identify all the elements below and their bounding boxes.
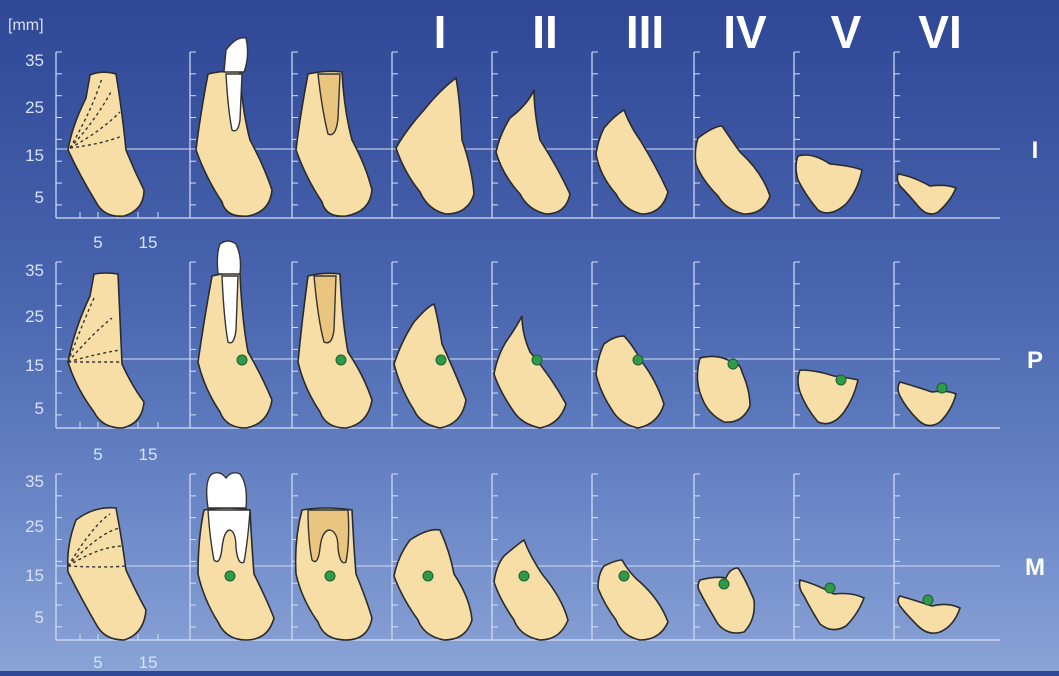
bone-profile-icon (496, 90, 570, 214)
bone-profile-icon (796, 155, 862, 213)
x-axis-labels-row-1: 5 15 (93, 233, 157, 252)
x-tick-5: 5 (93, 445, 102, 464)
green-dot-marker (225, 571, 235, 581)
column-header-1: I (434, 6, 447, 58)
green-dot-marker (937, 383, 947, 393)
bone-profile-icon (698, 568, 754, 633)
green-dot-marker (532, 355, 542, 365)
y-tick-5: 5 (35, 188, 44, 207)
x-tick-15: 15 (139, 233, 158, 252)
x-tick-15: 15 (139, 445, 158, 464)
y-tick-25: 25 (25, 307, 44, 326)
column-header-3: III (626, 6, 664, 58)
bone-profile-icon (695, 126, 770, 214)
x-tick-5: 5 (93, 653, 102, 671)
y-tick-5: 5 (35, 399, 44, 418)
row-header-3: M (1025, 554, 1045, 581)
green-dot-marker (436, 355, 446, 365)
bone-profile-icon (68, 508, 146, 640)
axis-unit-label: [mm] (8, 17, 44, 34)
y-tick-15: 15 (25, 146, 44, 165)
bone-profile-icon (394, 304, 466, 428)
green-dot-marker (423, 571, 433, 581)
green-dot-marker (619, 571, 629, 581)
bone-profile-icon (596, 110, 668, 214)
x-axis-labels-row-2: 5 15 (93, 445, 157, 464)
y-tick-35: 35 (25, 261, 44, 280)
green-dot-marker (923, 595, 933, 605)
column-header-6: VI (918, 6, 961, 58)
green-dot-marker (728, 359, 738, 369)
column-headers: I II III IV V VI (434, 6, 962, 58)
y-tick-25: 25 (25, 517, 44, 536)
bone-profile-icon (396, 78, 474, 214)
column-header-5: V (831, 6, 862, 58)
row-header-2: P (1027, 347, 1043, 374)
bone-profiles (68, 38, 960, 640)
bone-profile-icon (798, 370, 858, 424)
y-tick-15: 15 (25, 566, 44, 585)
green-dot-marker (519, 571, 529, 581)
bone-profile-icon (697, 356, 750, 422)
y-tick-15: 15 (25, 356, 44, 375)
y-axis-labels-row-1: 35 25 15 5 (25, 51, 44, 207)
green-dot-marker (325, 571, 335, 581)
y-tick-5: 5 (35, 608, 44, 627)
x-axis-labels-row-3: 5 15 (93, 653, 157, 671)
column-header-4: IV (723, 6, 767, 58)
green-dot-marker (836, 375, 846, 385)
row-header-1: I (1032, 137, 1039, 164)
bone-profile-icon (68, 72, 144, 216)
bone-profile-icon (494, 316, 566, 428)
y-tick-35: 35 (25, 472, 44, 491)
green-dot-marker (825, 583, 835, 593)
y-tick-25: 25 (25, 98, 44, 117)
y-tick-35: 35 (25, 51, 44, 70)
green-dot-marker (633, 355, 643, 365)
x-tick-15: 15 (139, 653, 158, 671)
green-dot-marker (719, 579, 729, 589)
bone-profile-icon (68, 273, 144, 428)
bone-profile-icon (494, 540, 568, 640)
bone-profile-icon (596, 336, 664, 428)
x-tick-5: 5 (93, 233, 102, 252)
bone-profile-icon (897, 174, 956, 214)
bone-profile-icon (394, 530, 472, 640)
y-axis-labels-row-2: 35 25 15 5 (25, 261, 44, 418)
bone-profile-icon (598, 560, 668, 640)
column-header-2: II (532, 6, 558, 58)
green-dot-marker (237, 355, 247, 365)
green-dot-marker (336, 355, 346, 365)
y-axis-labels-row-3: 35 25 15 5 (25, 472, 44, 627)
